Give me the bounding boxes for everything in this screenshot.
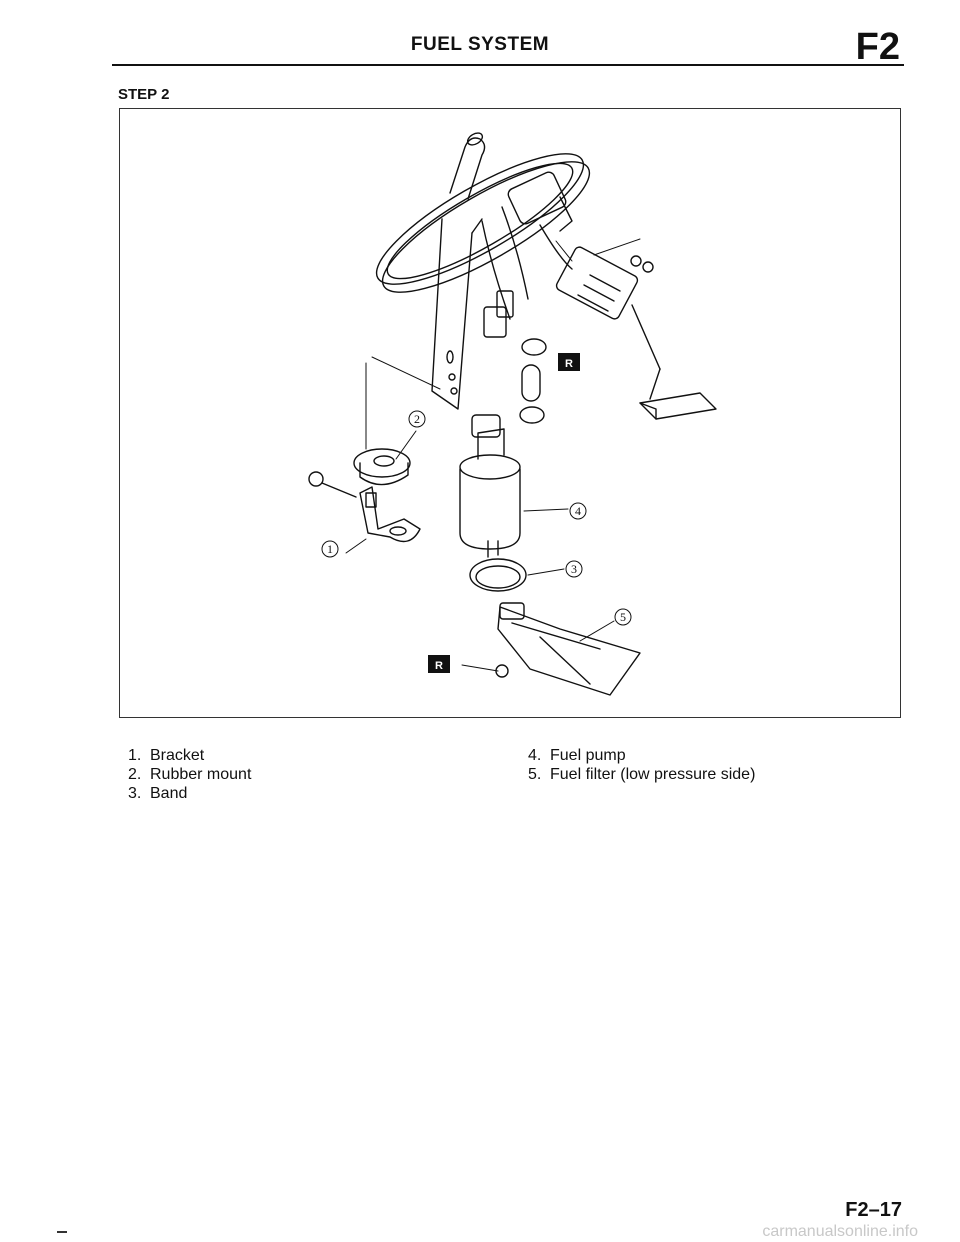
legend-item: 2. Rubber mount [128,766,252,783]
watermark: carmanualsonline.info [762,1223,918,1240]
svg-text:5: 5 [620,610,626,624]
margin-mark [57,1231,67,1233]
legend-label: Fuel filter (low pressure side) [550,766,756,783]
legend-item: 4. Fuel pump [528,747,626,764]
rubber-mount [353,448,411,486]
legend-right: 4. Fuel pump 5. Fuel filter (low pressur… [528,746,755,784]
band [469,558,527,592]
pump-connector [483,306,507,338]
legend-label: Rubber mount [150,766,252,783]
replace-marker-lower: R [428,655,450,673]
svg-text:R: R [435,660,443,672]
svg-text:2: 2 [414,412,420,426]
svg-text:3: 3 [571,562,577,576]
fuel-pump-flange [375,132,591,293]
callout-2: 2 [408,410,426,428]
page-title: FUEL SYSTEM [410,34,550,55]
exploded-diagram: 1 2 3 4 5 R R [119,108,901,718]
callout-3: 3 [565,560,583,578]
fuel-pump [459,414,521,558]
jet-hose [519,338,547,424]
legend-label: Fuel pump [550,747,626,764]
legend-label: Band [150,785,188,802]
svg-text:R: R [565,358,573,370]
fuel-gauge-sender-unit [555,246,717,420]
callout-5: 5 [614,608,632,626]
page-number: F2–17 [845,1199,902,1221]
replace-marker-upper: R [558,353,580,371]
filter-clip [495,664,509,678]
fuel-filter [497,602,641,696]
legend-label: Bracket [150,747,205,764]
legend-left: 1. Bracket 2. Rubber mount 3. Band [128,746,251,803]
fuel-pump-assembly-drawing: 1 2 3 4 5 R R [308,132,717,696]
callout-1: 1 [321,540,339,558]
legend-item: 5. Fuel filter (low pressure side) [528,766,756,783]
legend-item: 1. Bracket [128,747,205,764]
svg-text:4: 4 [575,504,581,518]
bracket [359,486,421,543]
section-code: F2 [855,26,900,68]
header-rule [112,64,904,66]
fuel-hose [501,206,529,300]
bracket-arm [431,218,483,410]
svg-text:1: 1 [327,542,333,556]
callout-4: 4 [569,502,587,520]
legend-item: 3. Band [128,785,188,802]
bolt [308,471,357,498]
step-label: STEP 2 [118,86,170,103]
